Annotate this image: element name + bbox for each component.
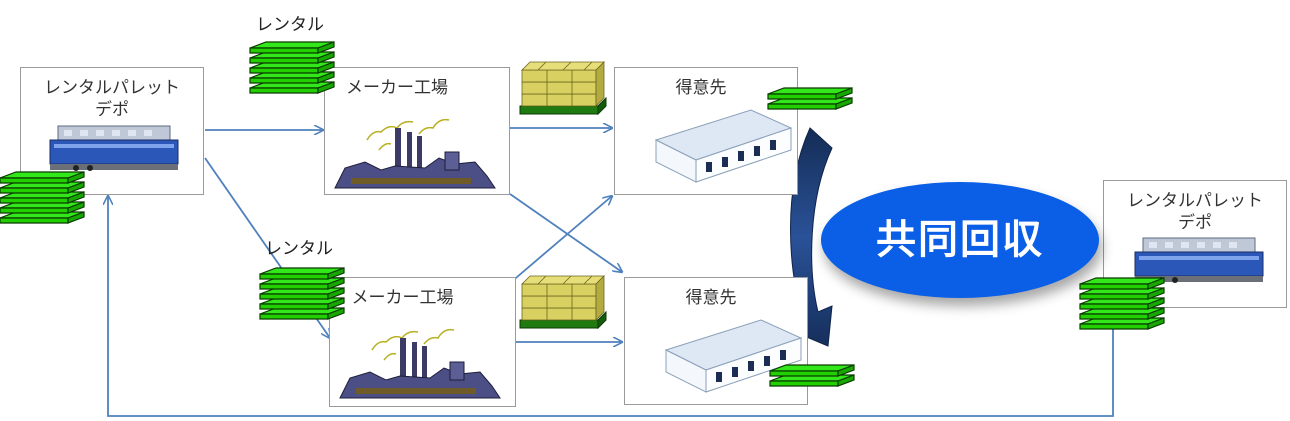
customer-bottom-label: 得意先 [685,288,737,308]
depot-left-label-2: デポ [95,100,129,120]
customer-top-label: 得意先 [675,78,727,98]
rental-label-top: レンタル [256,15,324,35]
pallet-stack-customer-bottom [770,365,854,386]
goods-pallet-bottom [519,275,607,329]
factory-top-label: メーカー工場 [346,78,448,98]
arrow-return-to-left-depot [108,196,1114,417]
pallet-stack-depot-left [0,172,84,223]
depot-right-building [1134,237,1264,284]
factory-bottom-label: メーカー工場 [351,288,454,308]
arrow-factory-top-to-customer-bottom [509,193,622,272]
goods-pallet-top [519,61,607,115]
depot-left-building [49,125,179,172]
pallet-stack-customer-top [768,88,852,109]
factory-top-illustration [334,118,496,189]
customer-top-warehouse [655,109,792,183]
depot-right-label-1: レンタルパレット [1127,191,1263,211]
pallet-stack-rental-top [250,42,334,93]
depot-right-label-2: デポ [1178,213,1212,233]
arrow-factory-bottom-to-customer-top [509,196,612,284]
factory-bottom-illustration [339,328,501,399]
joint-collection-label: 共同回収 [876,217,1044,263]
rental-label-mid: レンタル [265,239,333,259]
pallet-stack-rental-mid [260,268,344,319]
depot-left-label-1: レンタルパレット [44,78,180,98]
joint-collection-oval [821,182,1099,298]
pallet-stack-depot-right [1080,278,1164,329]
